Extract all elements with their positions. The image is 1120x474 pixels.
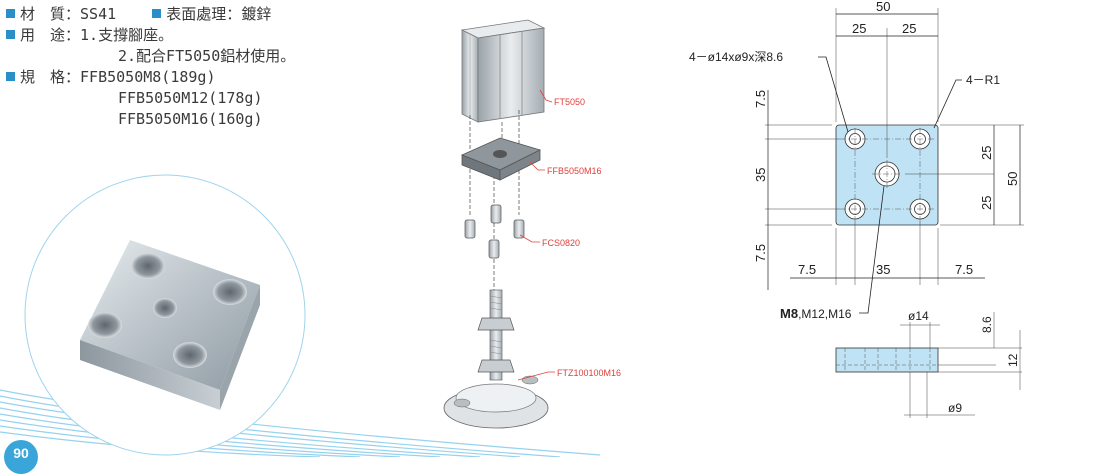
dim-right-total: 50 (1005, 172, 1020, 186)
bullet-square-icon (6, 9, 15, 18)
page-graphics: FT5050 FFB5050M16 FCS0820 FTZ100100M16 (0, 0, 1024, 457)
spec-block: 材 質：SS41 表面處理：鍍鋅 用 途：1.支撐腳座。 2.配合FT5050鋁… (6, 4, 295, 130)
page-number: 90 (4, 440, 38, 474)
dim-top-right: 25 (902, 21, 916, 36)
hole-callout: 4－ø14xø9x深8.6 (689, 50, 783, 64)
label-base-plate: FFB5050M16 (547, 166, 602, 176)
radius-callout: 4－R1 (966, 73, 1000, 87)
section-dia-bottom: ø9 (948, 401, 962, 415)
dim-top-total: 50 (876, 0, 890, 14)
bullet-square-icon (6, 72, 15, 81)
section-dia-top: ø14 (908, 309, 929, 323)
label-profile: FT5050 (554, 97, 585, 107)
dim-bottom-right: 7.5 (955, 262, 973, 277)
dim-left-mid: 35 (753, 168, 768, 182)
usage-row-2: 2.配合FT5050鋁材使用。 (118, 47, 296, 65)
bullet-square-icon (152, 9, 162, 18)
dim-right-upper: 25 (979, 146, 994, 160)
dim-right-lower: 25 (979, 196, 994, 210)
spec-row: 規 格：FFB5050M8(189g) (6, 67, 295, 88)
label-foot: FTZ100100M16 (557, 368, 621, 378)
usage-row: 用 途：1.支撐腳座。 (6, 25, 295, 46)
dim-bottom-left: 7.5 (798, 262, 816, 277)
label-screws: FCS0820 (542, 238, 580, 248)
dim-left-top: 7.5 (753, 90, 768, 108)
bullet-square-icon (6, 30, 15, 39)
thread-callout: M8,M12,M16 (780, 306, 852, 321)
assembly-diagram: FT5050 FFB5050M16 FCS0820 FTZ100100M16 (443, 19, 621, 429)
dim-left-bottom: 7.5 (753, 244, 768, 262)
section-depth: 8.6 (980, 316, 994, 333)
spec-item: FFB5050M16(160g) (118, 110, 263, 128)
product-photo (80, 240, 260, 410)
material-row: 材 質：SS41 表面處理：鍍鋅 (6, 4, 295, 25)
dim-bottom-mid: 35 (876, 262, 890, 277)
spec-item: FFB5050M12(178g) (118, 89, 263, 107)
technical-drawing-section (835, 312, 1022, 418)
technical-drawing-top (765, 8, 1024, 314)
section-height: 12 (1006, 353, 1020, 367)
dim-top-left: 25 (852, 21, 866, 36)
